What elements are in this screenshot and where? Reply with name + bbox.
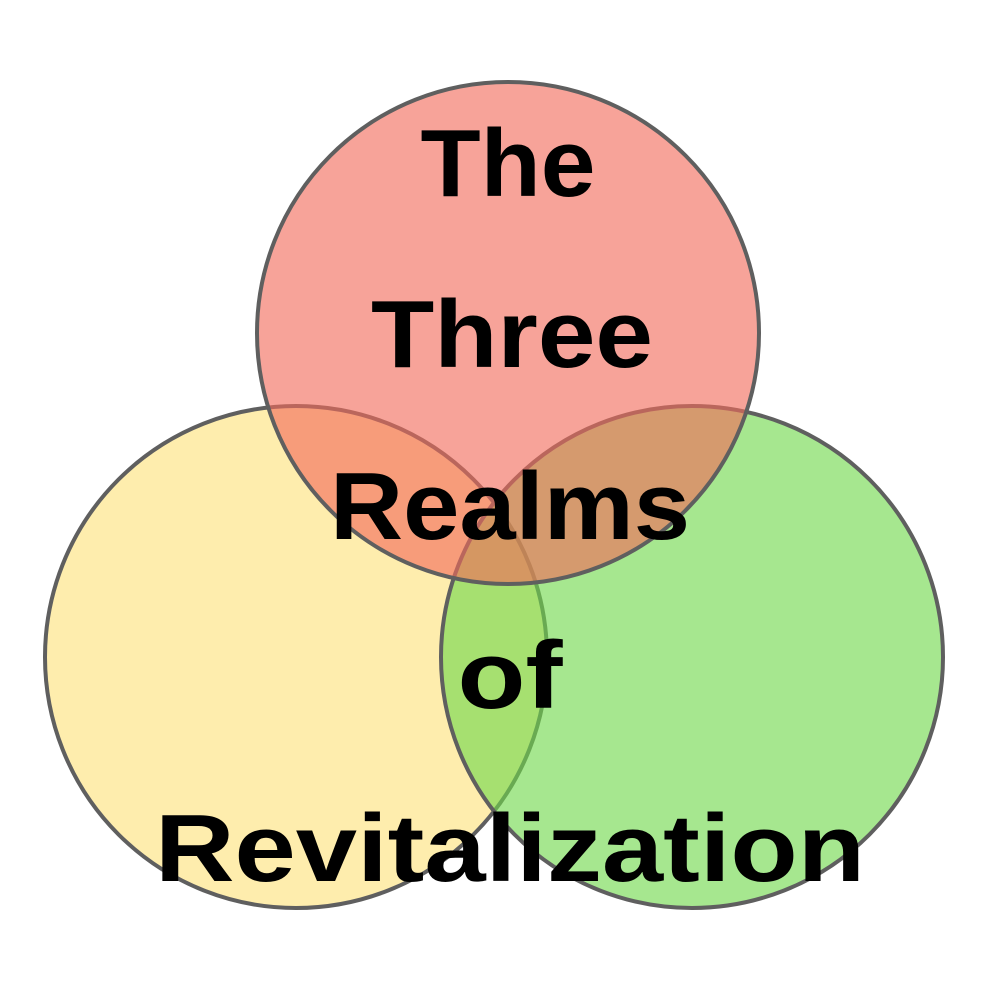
title-line-1: The bbox=[421, 110, 596, 217]
title-line-4: of bbox=[458, 622, 564, 729]
title-line-2: Three bbox=[371, 281, 653, 388]
title-line-5: Revitalization bbox=[155, 795, 865, 902]
top-circle bbox=[255, 80, 761, 586]
title-line-3: Realms bbox=[330, 453, 690, 560]
